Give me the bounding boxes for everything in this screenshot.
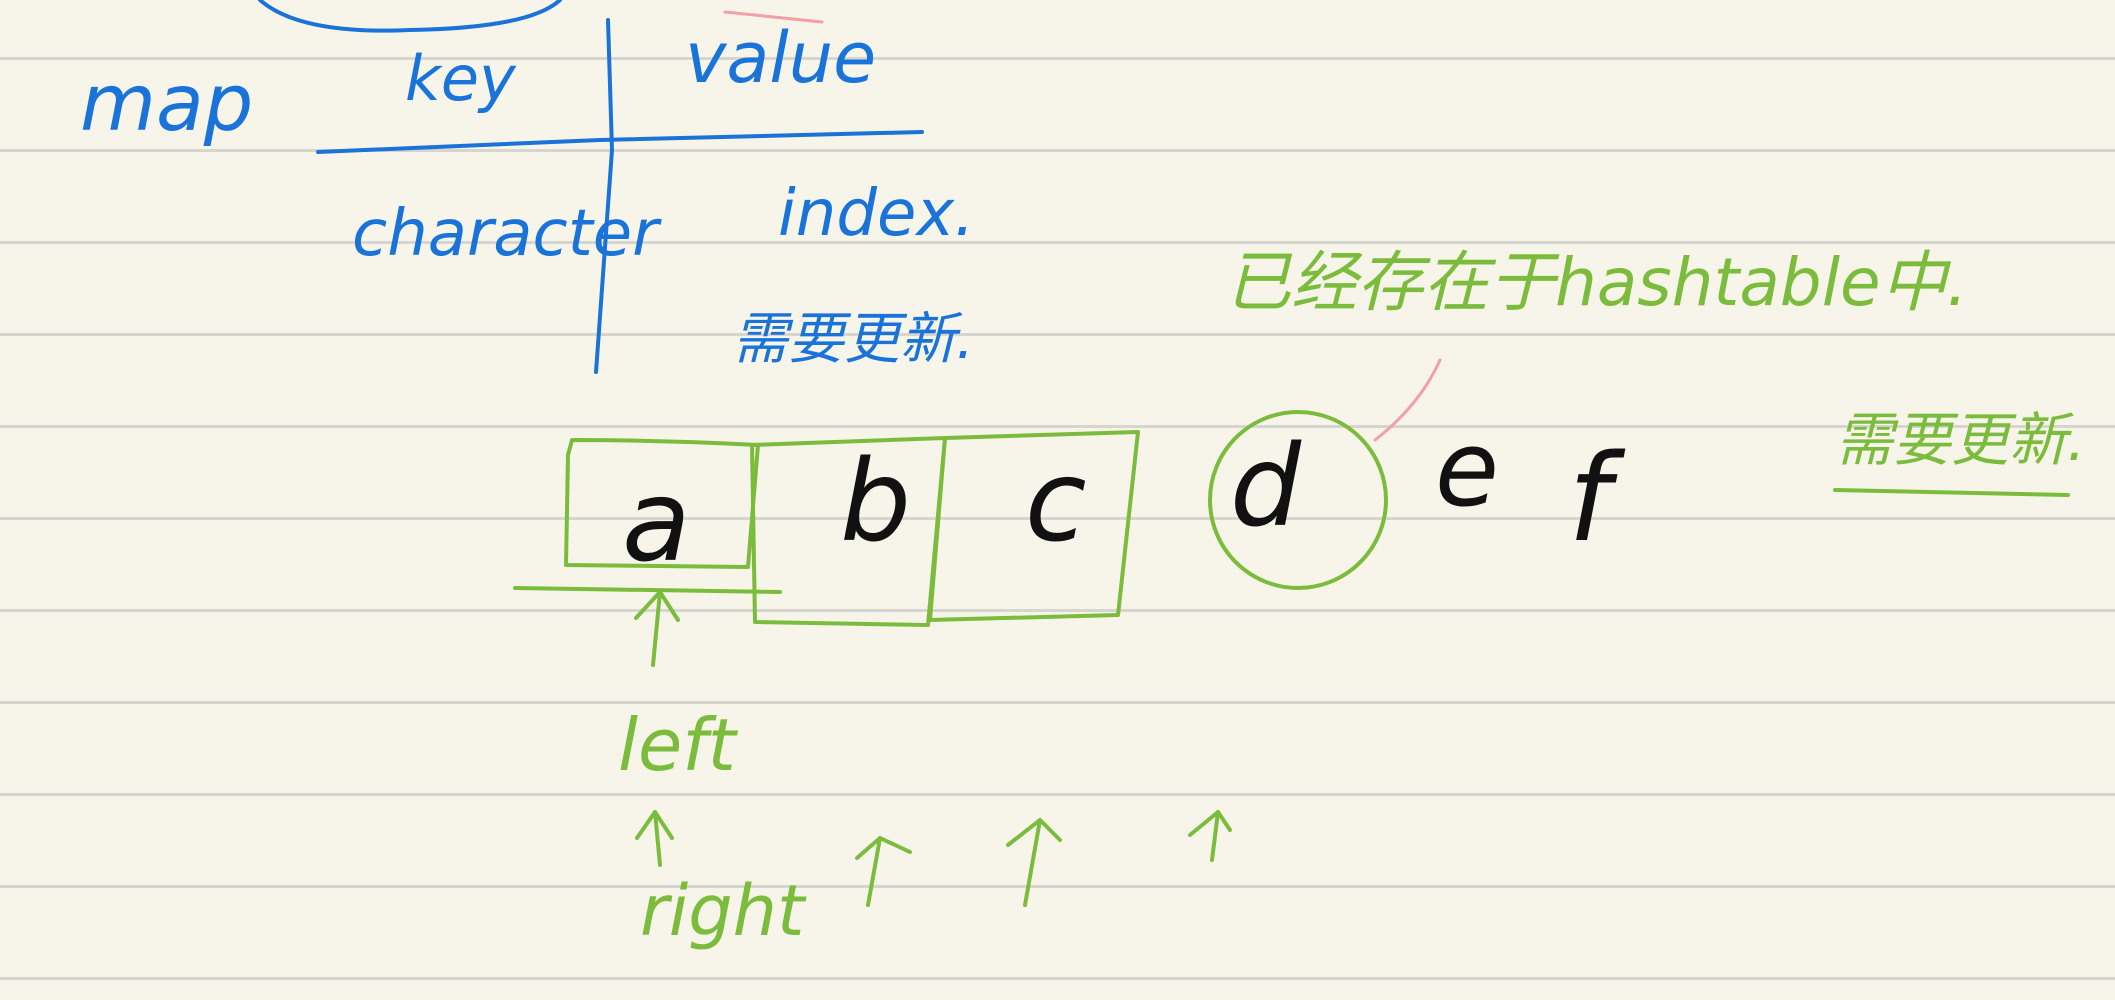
right-label: right — [640, 870, 807, 952]
table-vertical-line — [594, 18, 615, 374]
left-arrow — [634, 590, 680, 667]
box-b — [750, 436, 947, 627]
char-c: c — [1025, 437, 1087, 567]
key-cell: character — [352, 197, 662, 271]
char-f: f — [1568, 430, 1626, 569]
value-header: value — [685, 17, 876, 99]
char-b: b — [840, 437, 911, 567]
update-note: 需要更新. — [1835, 406, 2085, 474]
top-arc-stroke — [258, 0, 562, 33]
box-c — [928, 430, 1140, 622]
table-horizontal-line — [316, 130, 924, 154]
update-note-underline — [1833, 488, 2070, 497]
value-note: 需要更新. — [732, 307, 974, 372]
right-arrow-2 — [855, 836, 912, 907]
key-header: key — [405, 42, 517, 115]
char-d: d — [1230, 422, 1302, 552]
circle-d — [1208, 410, 1388, 590]
value-cell: index. — [778, 177, 975, 251]
hashtable-note: 已经存在于hashtable中. — [1225, 244, 1968, 321]
right-arrow-1 — [635, 810, 674, 867]
pink-pointer-stroke — [1373, 358, 1442, 442]
char-e: e — [1435, 408, 1499, 530]
right-arrow-4 — [1188, 810, 1232, 862]
box-underline — [513, 586, 782, 594]
pink-mark-top — [723, 10, 824, 24]
right-arrow-3 — [1006, 818, 1062, 907]
left-label: left — [618, 703, 739, 787]
map-label: map — [80, 59, 253, 149]
char-a: a — [622, 457, 691, 587]
